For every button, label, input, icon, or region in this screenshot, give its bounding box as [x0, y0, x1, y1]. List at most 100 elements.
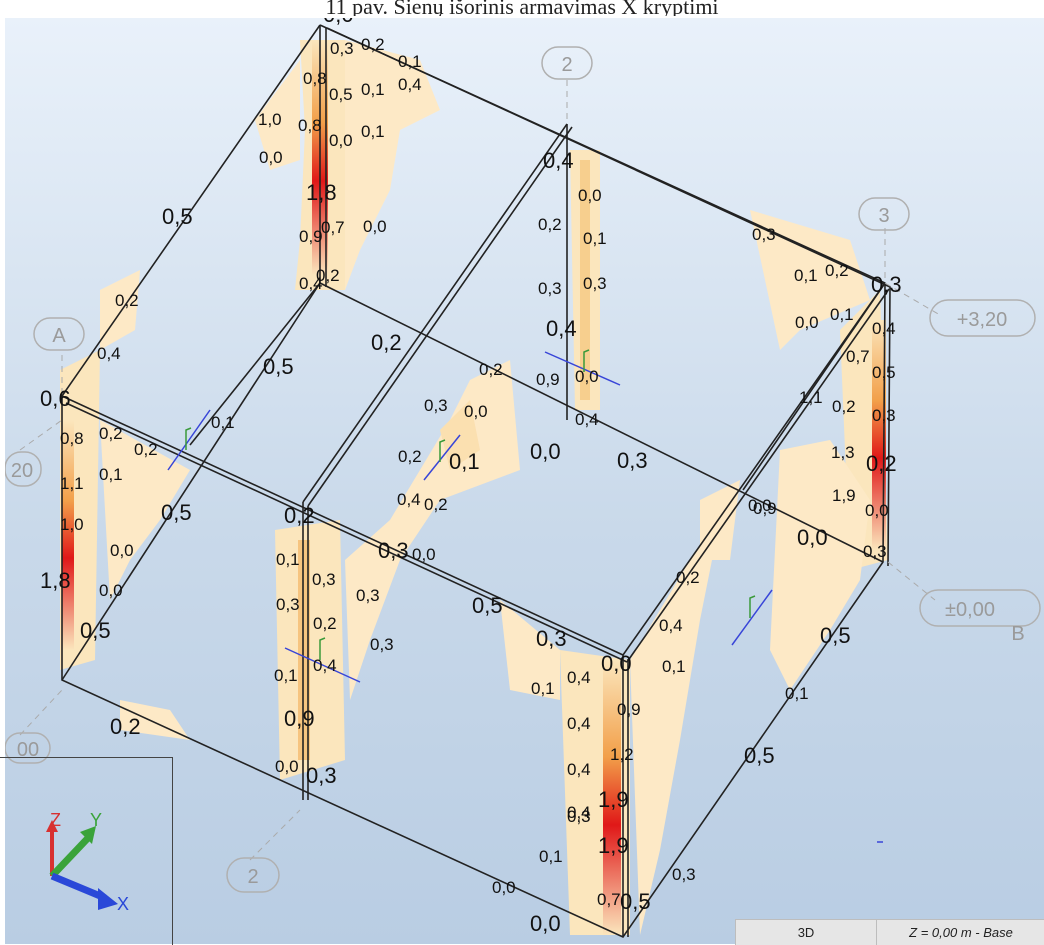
value-label: 0,3 [356, 586, 380, 605]
value-label: 0,1 [276, 550, 300, 569]
value-label: 0,4 [575, 410, 599, 429]
value-label: 0,0 [601, 651, 632, 676]
value-label: 0,4 [659, 616, 683, 635]
value-label: 0,3 [538, 279, 562, 298]
value-label: 0,0 [865, 501, 889, 520]
frame-edges [61, 24, 891, 939]
value-label: 0,7 [597, 890, 621, 909]
value-label: 0,2 [676, 568, 700, 587]
value-label: 0,3 [424, 396, 448, 415]
value-label: 0,8 [303, 69, 327, 88]
value-label: 0,2 [866, 451, 897, 476]
value-label: 0,1 [211, 413, 235, 432]
value-label: 0,5 [162, 204, 193, 229]
value-label: 1,9 [832, 486, 856, 505]
axis-triad: Z Y X [46, 810, 129, 914]
value-label: 0,1 [361, 80, 385, 99]
value-label: 1,1 [60, 474, 84, 493]
status-bar: 3D Z = 0,00 m - Base [735, 919, 1044, 945]
axis-triad-box [0, 757, 173, 945]
value-label: 0,7 [321, 218, 345, 237]
value-label: 0,0 [412, 545, 436, 564]
value-label: 1,8 [306, 180, 337, 205]
value-label: 0,2 [316, 266, 340, 285]
value-label: 0,0 [530, 911, 561, 936]
value-label: 0,2 [115, 291, 139, 310]
value-label: 0,4 [398, 75, 422, 94]
value-label: 0,0 [329, 131, 353, 150]
value-label: 0,9 [753, 499, 777, 518]
value-label: 0,4 [397, 490, 421, 509]
value-label: 0,1 [830, 305, 854, 324]
value-label: 0,1 [449, 449, 480, 474]
value-label: 0,9 [284, 706, 315, 731]
value-label: 0,5 [744, 743, 775, 768]
value-label: 1,8 [40, 568, 71, 593]
value-label: 0,6 [40, 386, 71, 411]
value-label: 0,5 [329, 85, 353, 104]
value-label: 1,2 [610, 745, 634, 764]
working-plane[interactable]: Z = 0,00 m - Base [909, 925, 1013, 940]
value-label: 0,1 [662, 657, 686, 676]
value-label: 0,2 [832, 397, 856, 416]
value-label: 0,2 [538, 215, 562, 234]
contour-map [60, 40, 888, 935]
value-label: 0,9 [536, 370, 560, 389]
value-label: 0,4 [567, 803, 591, 822]
figure-caption: 11 pav. Sienų išorinis armavimas X krypt… [325, 0, 719, 16]
grid-lines [19, 80, 941, 861]
value-label: 0,0 [578, 186, 602, 205]
value-label: 0,3 [752, 225, 776, 244]
reinforcement-value-labels: 0,00,30,20,10,80,50,10,41,00,80,00,10,01… [40, 18, 902, 936]
value-label: 0,5 [820, 623, 851, 648]
value-label: 0,3 [672, 865, 696, 884]
grid-label-axis-2-top: 2 [561, 54, 572, 76]
value-label: 0,3 [330, 39, 354, 58]
structure-drawing[interactable]: 2 3 +3,20 A ±0,00 B 20 00 2 0,0 0,3 0,2 0,1… [5, 18, 1044, 944]
grid-label-axis-b: B [1011, 623, 1024, 645]
value-label: 0,4 [567, 714, 591, 733]
value-label: 0,3 [567, 807, 591, 826]
value-label: 0,7 [846, 347, 870, 366]
value-label: 0,0 [748, 496, 772, 515]
grid-label-axis-3: 3 [878, 205, 889, 227]
axis-z-label: Z [50, 810, 61, 830]
value-label: 0,8 [60, 429, 84, 448]
value-label: 0,5 [872, 363, 896, 382]
value-label: 0,3 [863, 542, 887, 561]
value-label: 0,4 [546, 316, 577, 341]
view-mode[interactable]: 3D [736, 920, 877, 945]
value-label: 0,0 [363, 217, 387, 236]
value-label: 0,1 [99, 465, 123, 484]
value-label: 0,3 [276, 595, 300, 614]
value-label: 0,2 [110, 714, 141, 739]
value-label: 0,3 [370, 635, 394, 654]
value-label: 0,0 [275, 757, 299, 776]
grid-label-bubbles [5, 46, 1041, 893]
value-label: 0,1 [398, 52, 422, 71]
value-label: 0,1 [794, 266, 818, 285]
value-label: 0,1 [785, 684, 809, 703]
value-label: 0,9 [617, 700, 641, 719]
value-label: 1,9 [598, 787, 629, 812]
grid-label-left-level: 20 [11, 460, 33, 482]
grid-label-left-bottom: 00 [17, 739, 39, 761]
value-label: 0,4 [97, 344, 121, 363]
value-label: 1,0 [60, 515, 84, 534]
reinforcement-symbols [167, 349, 883, 843]
value-label: 0,5 [161, 500, 192, 525]
value-label: 0,2 [424, 495, 448, 514]
value-label: 1,1 [799, 388, 823, 407]
3d-viewport[interactable]: 2 3 +3,20 A ±0,00 B 20 00 2 0,0 0,3 0,2 0,1… [5, 18, 1044, 944]
value-label: 0,4 [872, 319, 896, 338]
value-label: 0,3 [617, 448, 648, 473]
value-label: 0,3 [312, 570, 336, 589]
grid-label-axis-a: A [52, 325, 66, 347]
value-label: 1,3 [831, 443, 855, 462]
value-label: 0,2 [371, 330, 402, 355]
value-label: 0,1 [531, 679, 555, 698]
grid-label-texts: 2 3 +3,20 A ±0,00 B 20 00 2 [11, 54, 1025, 888]
value-label: 0,2 [313, 614, 337, 633]
value-label: 0,0 [323, 18, 354, 27]
value-label: 0,2 [284, 503, 315, 528]
